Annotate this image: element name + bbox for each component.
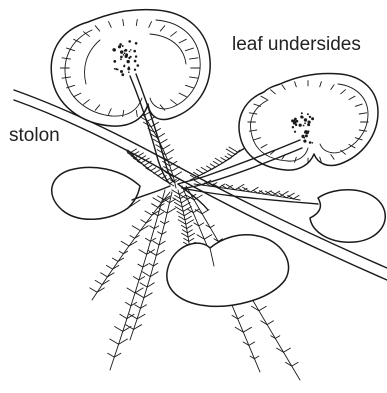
leaf-undersides-label: leaf undersides [232, 35, 361, 54]
floating-leaf-bottom [167, 235, 289, 307]
leaf-underside-left [51, 10, 210, 126]
stolon-label: stolon [9, 126, 60, 145]
floating-leaf-left [52, 167, 140, 219]
floating-leaf-right [310, 190, 385, 242]
